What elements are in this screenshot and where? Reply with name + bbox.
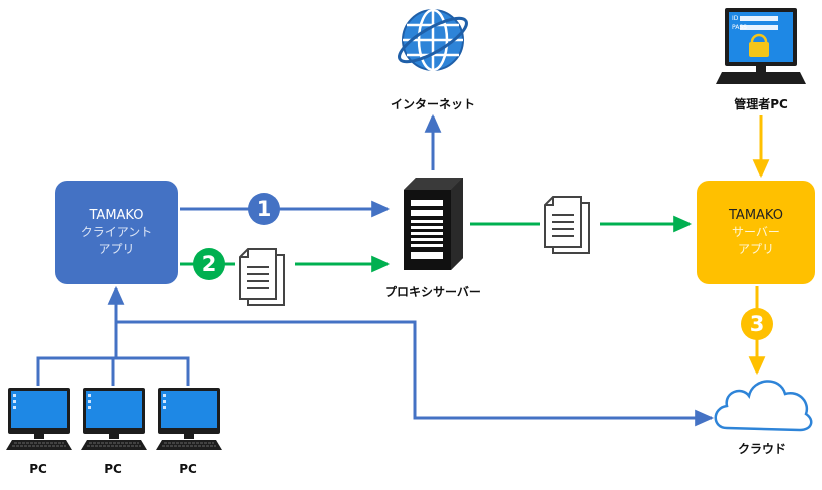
step-badge-2: 2: [193, 248, 225, 280]
client-app-title: TAMAKO: [89, 208, 144, 223]
cloud-label: クラウド: [737, 442, 786, 456]
document-icon: [239, 248, 285, 306]
server-app-title: TAMAKO: [729, 208, 783, 223]
pc-label: PC: [29, 462, 47, 476]
pc-bus-line: [36, 356, 190, 386]
pc-label: PC: [104, 462, 122, 476]
pc-icon: [5, 387, 73, 451]
client-app-box: TAMAKO クライアント アプリ: [55, 181, 178, 284]
client-app-line2: アプリ: [98, 242, 135, 256]
client-app-line1: クライアント: [80, 225, 153, 239]
login-pass-label: PASS: [732, 24, 747, 31]
login-id-label: ID: [732, 15, 739, 22]
internet-label: インターネット: [390, 97, 475, 111]
step-badge-1: 1: [248, 193, 280, 225]
cloud-icon: [714, 380, 813, 432]
server-tower-icon: [404, 178, 463, 270]
proxy-server-label: プロキシサーバー: [385, 285, 481, 299]
arrow-client-to-cloud: [116, 320, 715, 427]
server-app-line1: サーバー: [732, 225, 780, 239]
document-icon: [544, 196, 590, 254]
pc-icon: [155, 387, 223, 451]
step-badge-3: 3: [741, 308, 773, 340]
server-app-box: TAMAKO サーバー アプリ: [697, 181, 815, 284]
pc-icon: [80, 387, 148, 451]
pc-label: PC: [179, 462, 197, 476]
admin-pc-icon: [716, 8, 806, 84]
globe-icon: [398, 8, 468, 72]
admin-pc-label: 管理者PC: [734, 97, 788, 111]
server-app-line2: アプリ: [737, 242, 774, 256]
